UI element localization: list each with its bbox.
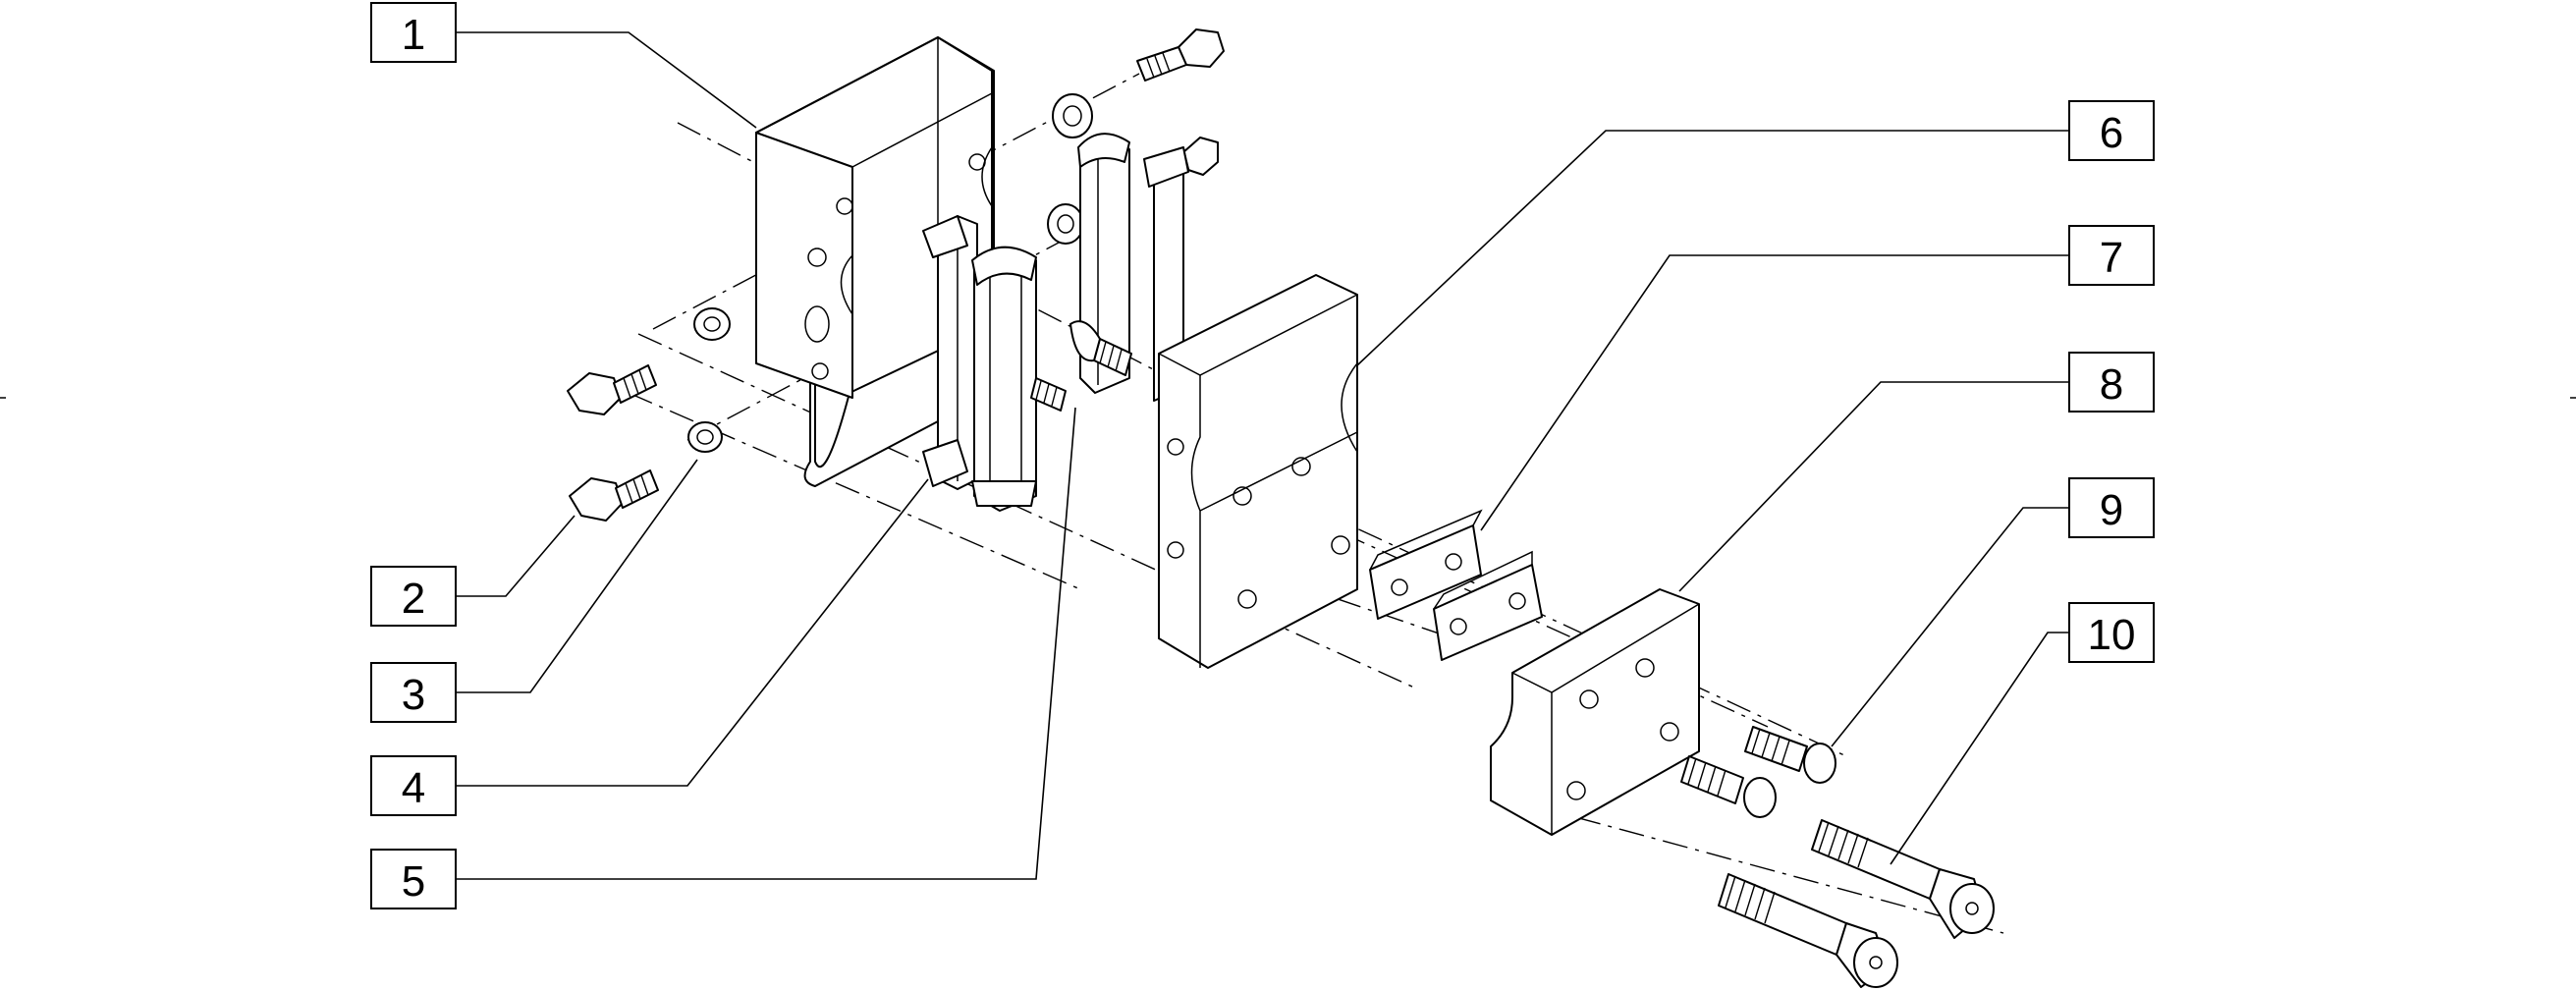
callout-5: 5	[370, 849, 457, 909]
part-6-center-block	[1158, 274, 1358, 669]
part-7-plate-upper	[1369, 509, 1483, 620]
callout-1-label: 1	[402, 11, 425, 59]
leader-4	[456, 478, 929, 787]
leader-7	[1480, 254, 2069, 531]
callout-3: 3	[370, 662, 457, 723]
part-2-hex-bolt-upper	[567, 364, 657, 415]
callout-6: 6	[2068, 100, 2155, 161]
part-9-button-screw-upper	[1744, 726, 1836, 784]
part-4-clamp-bar-left	[922, 215, 978, 490]
part-1-u-bracket	[755, 36, 995, 487]
callout-4: 4	[370, 755, 457, 816]
leader-3	[456, 459, 698, 693]
part-7-plate-lower	[1433, 550, 1543, 661]
callout-2: 2	[370, 566, 457, 627]
callout-5-label: 5	[402, 857, 425, 906]
part-4-clamp-bar-center	[971, 246, 1037, 512]
leader-9	[1831, 507, 2069, 747]
callout-10: 10	[2068, 602, 2155, 663]
leader-2	[456, 515, 575, 597]
callout-1: 1	[370, 2, 457, 63]
part-5-set-screw-left	[1030, 377, 1067, 412]
callout-9: 9	[2068, 477, 2155, 538]
callout-8-label: 8	[2100, 360, 2123, 409]
leader-1	[456, 31, 757, 129]
part-2-hex-bolt-lower	[569, 469, 659, 522]
leader-lines	[456, 31, 2069, 880]
leader-5	[456, 407, 1076, 880]
leader-8	[1678, 381, 2069, 592]
callout-6-label: 6	[2100, 109, 2123, 157]
callout-4-label: 4	[402, 764, 425, 812]
callout-8: 8	[2068, 352, 2155, 413]
part-5-set-screw-right	[1069, 320, 1132, 376]
callout-7: 7	[2068, 225, 2155, 286]
part-10-cap-screw-left	[1718, 873, 1898, 988]
callout-10-label: 10	[2088, 611, 2136, 659]
leader-6	[1356, 130, 2069, 366]
part-9-button-screw-lower	[1680, 755, 1777, 818]
leader-10	[1890, 632, 2069, 865]
callout-2-label: 2	[402, 575, 425, 623]
part-2-hex-bolt-top	[1136, 28, 1225, 82]
part-3-washers	[687, 93, 1093, 453]
callout-3-label: 3	[402, 671, 425, 719]
part-10-cap-screw-right	[1811, 819, 1995, 939]
part-8-end-block	[1490, 588, 1700, 836]
callout-9-label: 9	[2100, 486, 2123, 534]
callout-7-label: 7	[2100, 234, 2123, 282]
